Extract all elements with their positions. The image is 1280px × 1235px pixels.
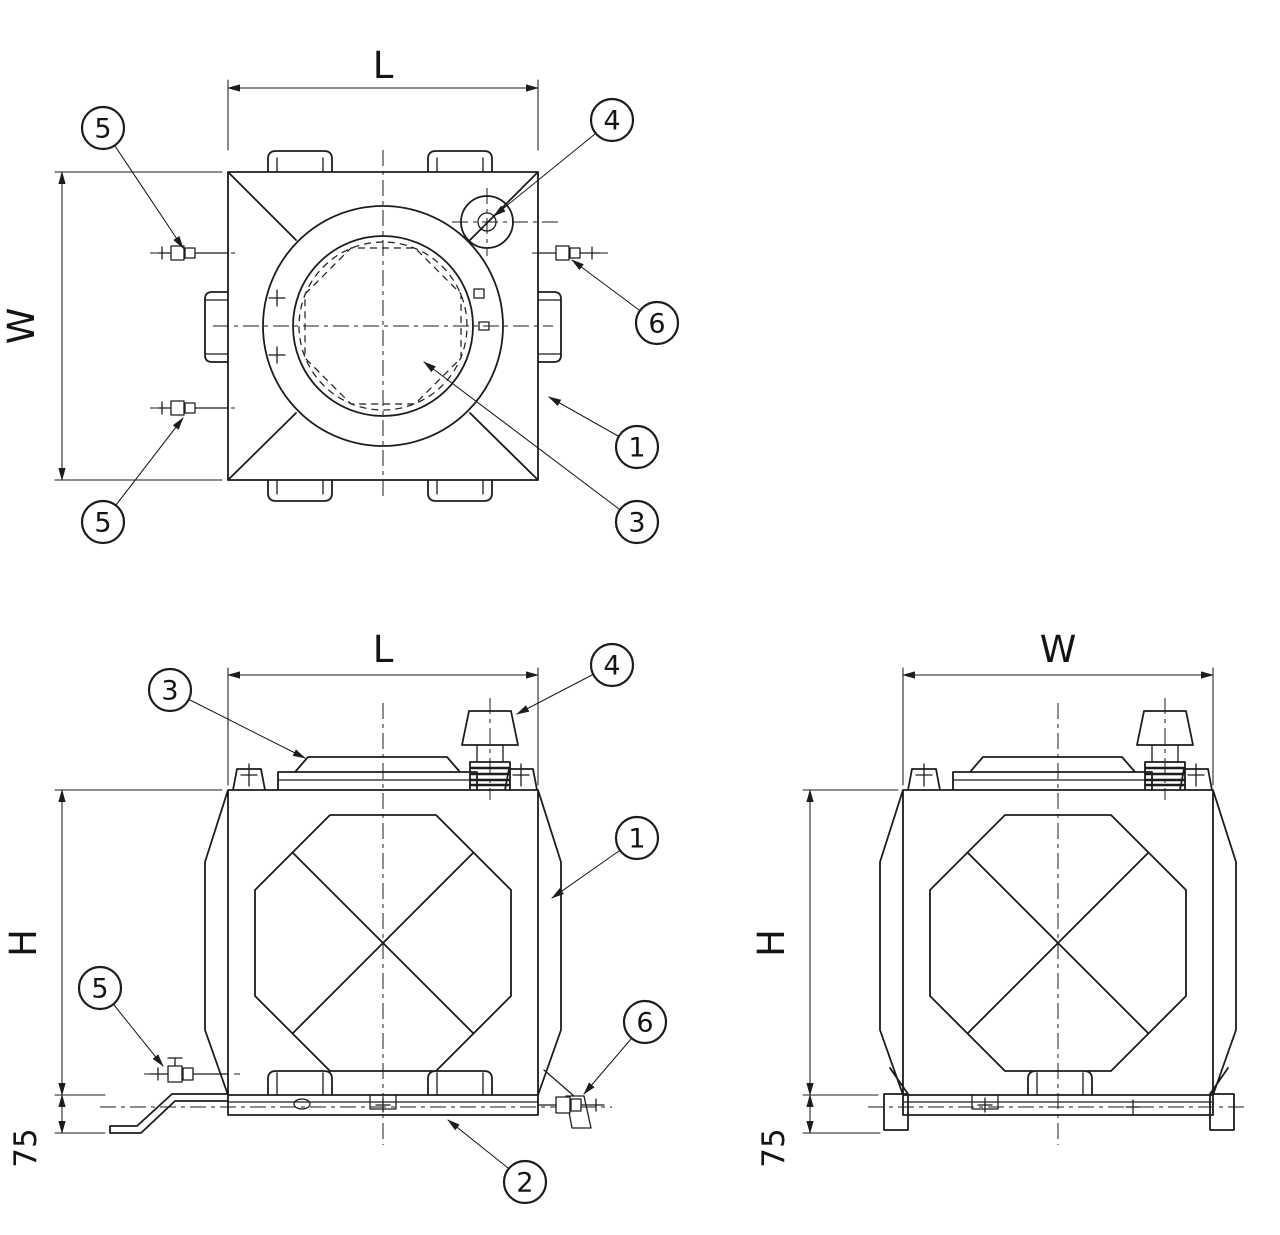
dim-base-height-front: 75 <box>8 1094 66 1168</box>
callout-number-1: 1 <box>628 433 645 464</box>
dim-label-length: L <box>373 628 394 671</box>
valve-bodies-plan <box>170 245 581 416</box>
callout-number-5: 5 <box>91 974 108 1005</box>
callout-number-6: 6 <box>636 1008 653 1039</box>
dim-label-height: H <box>2 929 45 957</box>
dim-label-width: W <box>0 308 43 345</box>
callout-item1-top: 1 <box>548 396 660 470</box>
callout-item4-top: 4 <box>493 97 635 217</box>
dim-label-width: W <box>1040 628 1077 671</box>
callout-item6-top: 6 <box>571 259 680 346</box>
callout-item5-upper: 5 <box>80 105 184 249</box>
callout-item3-front: 3 <box>147 667 306 759</box>
valve-bodies-front <box>167 1065 582 1114</box>
tank-plan-outline <box>204 150 562 502</box>
callout-item1-front: 1 <box>551 815 660 899</box>
tank-front-details <box>149 744 605 1129</box>
tank-side-details <box>902 744 1214 1115</box>
dim-height-side: H <box>750 789 899 1134</box>
vent-screw-hatch <box>470 766 510 787</box>
callout-item5-lower: 5 <box>80 417 184 545</box>
vent-screw-hatch-side <box>1145 766 1185 787</box>
top-view-centerlines <box>150 150 608 500</box>
callout-number-2: 2 <box>516 1168 533 1199</box>
dim-label-base-height: 75 <box>8 1128 44 1167</box>
front-view: L H 75 3 4 1 5 <box>2 628 668 1205</box>
dim-label-height: H <box>750 929 793 957</box>
dim-length-top: L <box>227 44 539 151</box>
side-view-centerlines <box>868 698 1248 1145</box>
side-view: W H 75 <box>750 628 1248 1168</box>
callout-item6-front: 6 <box>583 999 668 1095</box>
callout-number-4: 4 <box>603 651 620 682</box>
callout-item5-front: 5 <box>77 965 164 1067</box>
dim-width-top: W <box>0 171 223 481</box>
tank-plan-details <box>157 157 601 495</box>
dim-label-base-height: 75 <box>756 1128 792 1167</box>
dim-label-length: L <box>373 44 394 87</box>
callout-number-3: 3 <box>628 508 645 539</box>
callout-item3-top: 3 <box>423 361 660 545</box>
callout-item4-front: 4 <box>516 642 635 715</box>
callout-number-4: 4 <box>603 106 620 137</box>
callout-number-1: 1 <box>628 824 645 855</box>
callout-number-5: 5 <box>94 508 111 539</box>
dim-height-front: H <box>2 789 223 1134</box>
callout-number-5: 5 <box>94 114 111 145</box>
dim-width-side: W <box>902 628 1214 786</box>
callout-item2-front: 2 <box>447 1119 548 1205</box>
callout-number-6: 6 <box>648 309 665 340</box>
manhole-hidden-lines <box>298 241 468 411</box>
front-view-centerlines <box>100 698 612 1145</box>
callout-number-3: 3 <box>161 676 178 707</box>
dim-length-front: L <box>227 628 539 786</box>
top-view: L W 5 4 6 1 3 <box>0 44 680 545</box>
dim-base-height-side: 75 <box>756 1094 814 1168</box>
